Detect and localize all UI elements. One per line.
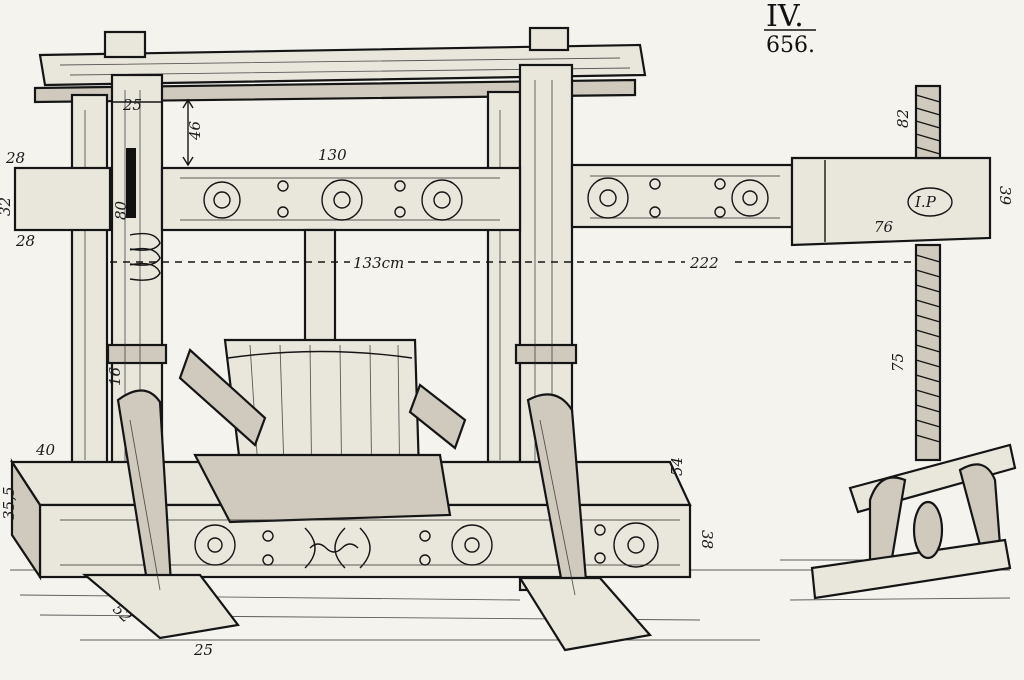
dim-beam-end: 76	[874, 218, 894, 236]
clearance-arrow	[112, 98, 194, 167]
base-block	[9, 453, 692, 581]
dim-beam-height-left: 32	[0, 197, 14, 216]
dim-base-right-side: 38	[698, 530, 716, 549]
dim-base-left-side: 35,5	[0, 487, 18, 520]
lever-beam	[13, 156, 992, 247]
dim-foot-front: 54	[668, 457, 686, 476]
dim-beam-bottom-left: 28	[15, 232, 35, 250]
screw-stand	[810, 443, 1017, 600]
dim-beam-top-left: 28	[5, 149, 25, 167]
plate-roman: IV.	[766, 0, 804, 34]
dim-top-post-width: 25	[122, 96, 142, 114]
dim-clearance: 46	[186, 120, 204, 141]
maker-stamp-icon	[907, 187, 953, 217]
dim-beam-end-height: 39	[996, 186, 1014, 206]
maker-stamp-text: I.P	[914, 193, 937, 211]
dim-foot-left-bottom: 25	[193, 641, 213, 659]
right-post	[486, 63, 578, 592]
dim-beam-length: 130	[318, 146, 347, 164]
dim-leg-curve: 16	[106, 366, 124, 386]
dim-span-right: 222	[689, 254, 719, 272]
plunger	[303, 228, 337, 352]
dim-slot: 80	[112, 200, 130, 220]
plate-number: 656.	[766, 33, 815, 58]
screw	[914, 84, 942, 462]
beam-slot	[126, 148, 136, 218]
dim-span-mid: 133cm	[353, 254, 404, 272]
dim-base-left-top: 40	[35, 441, 56, 459]
curved-brace	[81, 389, 653, 652]
dim-screw-top: 82	[894, 109, 912, 128]
hook-icon	[129, 232, 161, 281]
top-crossbeam	[33, 26, 647, 104]
dim-screw-mid: 75	[889, 353, 907, 372]
